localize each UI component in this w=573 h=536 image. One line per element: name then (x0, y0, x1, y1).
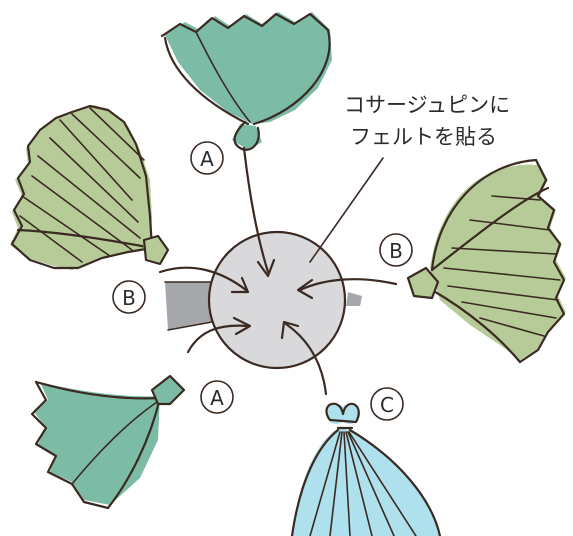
felt-disc (209, 232, 345, 368)
callout-line-1: コサージュピンに (344, 93, 510, 117)
label-c-bottom: C (371, 388, 403, 420)
label-b-right: B (380, 234, 412, 266)
callout-leader-line (310, 158, 383, 262)
svg-text:B: B (389, 239, 403, 263)
petal-b-left (10, 105, 168, 270)
label-a-bottom: A (201, 381, 233, 413)
svg-text:B: B (122, 286, 136, 310)
petal-c-bottom (292, 404, 440, 536)
svg-text:A: A (210, 386, 224, 410)
svg-text:C: C (380, 393, 394, 417)
svg-text:A: A (200, 147, 214, 171)
label-a-top: A (191, 142, 223, 174)
callout-line-2: フェルトを貼る (350, 125, 497, 149)
petal-a-top (162, 12, 332, 150)
petal-a-bottom (32, 376, 184, 508)
label-b-left: B (113, 281, 145, 313)
petal-b-right (408, 160, 566, 362)
